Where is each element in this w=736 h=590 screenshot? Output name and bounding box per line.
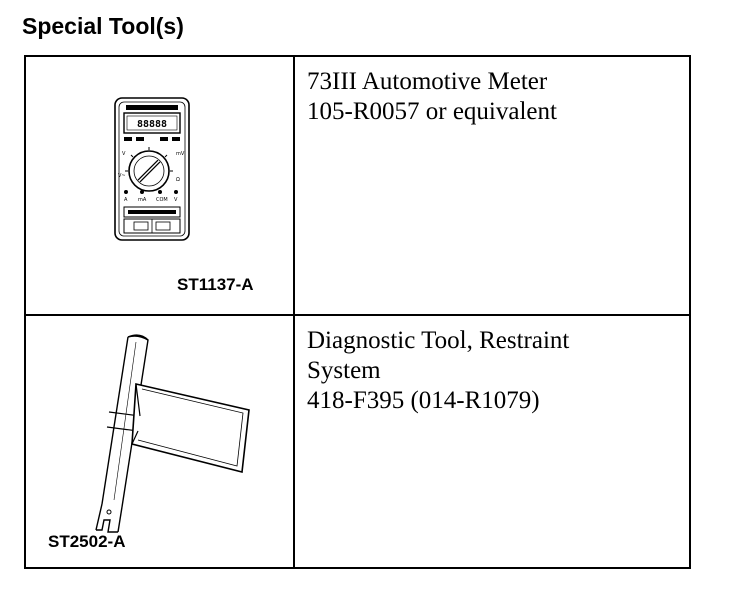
tool-row-restraint-diagnostic: ST2502-A Diagnostic Tool, Restraint Syst… [26, 316, 689, 567]
svg-text:A: A [124, 197, 128, 203]
svg-text:88888: 88888 [137, 119, 167, 130]
column-divider [293, 57, 295, 567]
svg-text:V: V [174, 197, 178, 203]
tool-description-cell: Diagnostic Tool, Restraint System 418-F3… [295, 316, 689, 567]
description-line: Diagnostic Tool, Restraint [307, 327, 570, 354]
description-line: System [307, 357, 381, 384]
tool-description: 73III Automotive Meter 105-R0057 or equi… [307, 67, 557, 127]
row-divider [26, 314, 689, 316]
svg-text:V: V [122, 151, 126, 157]
description-line: 105-R0057 or equivalent [307, 98, 557, 125]
special-tools-table: 88888 mV V V~ Ω [24, 55, 691, 569]
tool-row-meter: 88888 mV V V~ Ω [26, 57, 689, 314]
section-heading: Special Tool(s) [22, 13, 184, 39]
tool-image-cell: ST2502-A [26, 316, 293, 567]
svg-text:V~: V~ [118, 173, 126, 179]
svg-text:mA: mA [138, 197, 147, 203]
svg-text:Ω: Ω [176, 177, 180, 183]
multimeter-icon: 88888 mV V V~ Ω [114, 97, 190, 241]
figure-code: ST1137-A [177, 275, 254, 294]
description-line: 418-F395 (014-R1079) [307, 387, 540, 414]
tool-description: Diagnostic Tool, Restraint System 418-F3… [307, 326, 569, 416]
figure-code: ST2502-A [48, 532, 126, 551]
tool-description-cell: 73III Automotive Meter 105-R0057 or equi… [295, 57, 689, 314]
description-line: 73III Automotive Meter [307, 68, 548, 95]
svg-text:mV: mV [176, 151, 185, 157]
tool-image-cell: 88888 mV V V~ Ω [26, 57, 293, 314]
svg-text:COM: COM [156, 197, 168, 203]
restraint-diagnostic-tool-icon [95, 334, 250, 533]
